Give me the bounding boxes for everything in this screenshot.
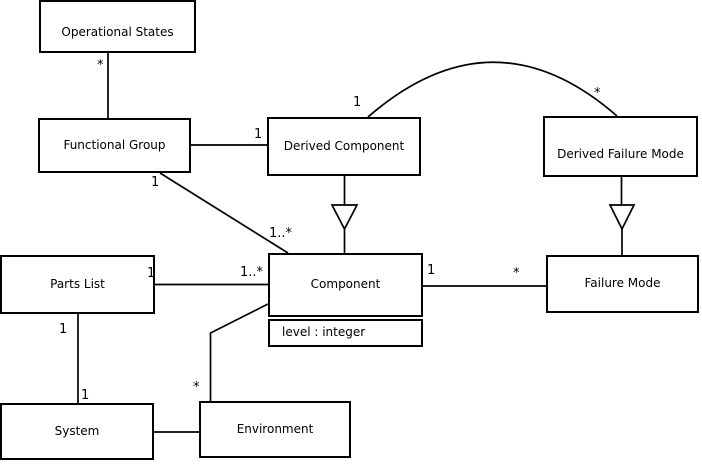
multiplicity-label: 1..* bbox=[269, 226, 293, 241]
multiplicity-label: 1 bbox=[254, 127, 262, 142]
attribute-label: level : integer bbox=[282, 325, 366, 340]
class-failure-mode: Failure Mode bbox=[546, 255, 699, 313]
class-system: System bbox=[0, 403, 154, 460]
multiplicity-label: 1 bbox=[151, 175, 159, 190]
class-component: Component bbox=[268, 253, 423, 317]
class-name-label: Component bbox=[310, 277, 381, 292]
class-name-label: Derived Failure Mode bbox=[557, 147, 684, 162]
class-name-label: Derived Component bbox=[283, 138, 405, 153]
generalization-triangle-icon bbox=[330, 204, 359, 231]
class-operational-states: Operational States bbox=[39, 0, 196, 53]
edge-functional-group-component bbox=[159, 172, 289, 254]
class-name-label: Operational States bbox=[61, 24, 174, 39]
edge-derived-component-derived-failure-mode-arc bbox=[367, 61, 618, 118]
class-derived-failure-mode: Derived Failure Mode bbox=[543, 116, 698, 177]
class-environment: Environment bbox=[199, 401, 351, 458]
edge-environment-component bbox=[209, 303, 269, 401]
class-name-label: Failure Mode bbox=[584, 276, 661, 291]
class-name-label: Parts List bbox=[50, 276, 105, 291]
multiplicity-label: 1 bbox=[427, 263, 435, 278]
class-name-label: System bbox=[54, 423, 100, 438]
multiplicity-label: * bbox=[594, 86, 601, 101]
class-derived-component: Derived Component bbox=[267, 117, 421, 176]
multiplicity-label: * bbox=[193, 380, 200, 395]
class-component-attributes: level : integer bbox=[268, 319, 423, 347]
multiplicity-label: * bbox=[513, 266, 520, 281]
class-name-label: Functional Group bbox=[63, 137, 166, 152]
multiplicity-label: 1 bbox=[353, 95, 361, 110]
generalization-triangle-icon bbox=[608, 204, 636, 231]
class-parts-list: Parts List bbox=[0, 255, 155, 314]
multiplicity-label: 1 bbox=[59, 322, 67, 337]
class-name-label: Environment bbox=[236, 421, 314, 436]
multiplicity-label: * bbox=[97, 58, 104, 73]
multiplicity-label: 1 bbox=[81, 388, 89, 403]
multiplicity-label: 1..* bbox=[240, 265, 264, 280]
class-functional-group: Functional Group bbox=[38, 118, 191, 173]
